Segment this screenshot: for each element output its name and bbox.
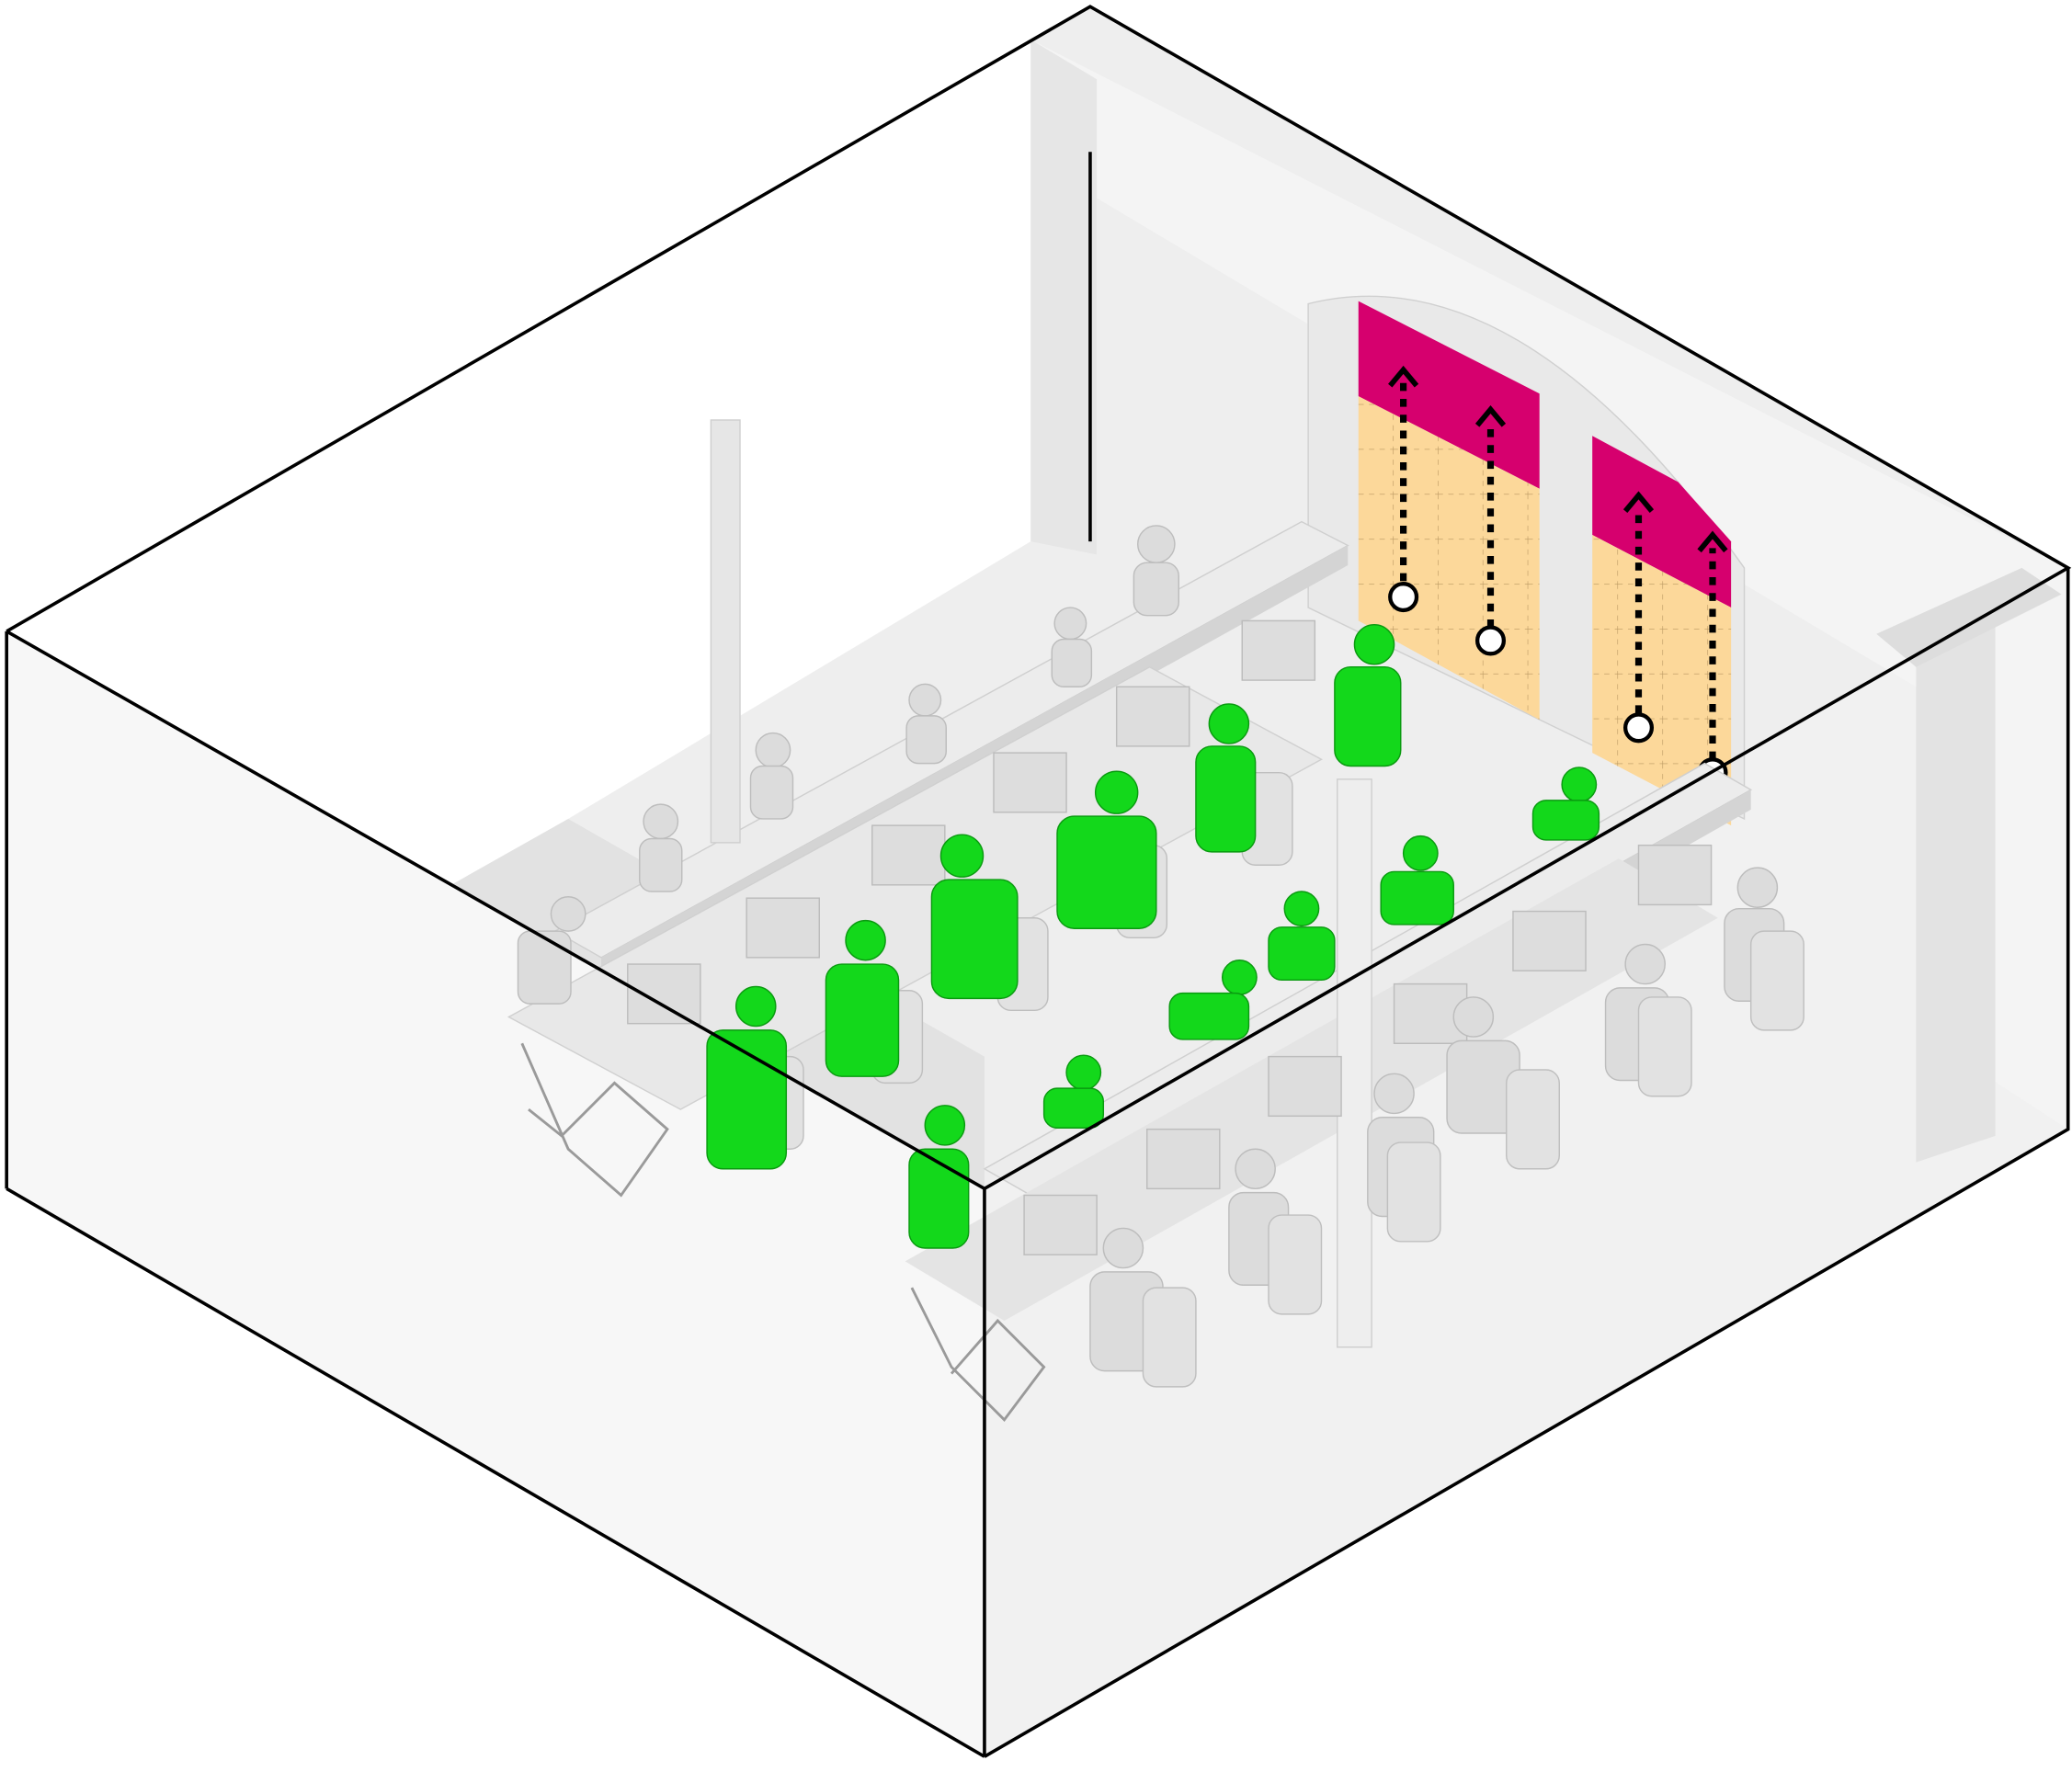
person-green	[908, 1105, 970, 1249]
monitor	[993, 752, 1067, 813]
chair	[1749, 930, 1804, 1031]
monitor	[1241, 619, 1316, 681]
person-green	[1531, 767, 1600, 841]
person-grey	[517, 896, 586, 1005]
box-bottom-left	[6, 1187, 985, 1758]
person-green	[1380, 835, 1454, 926]
chair	[1386, 1141, 1441, 1243]
wall-pilaster	[1030, 40, 1098, 555]
person-grey	[1133, 525, 1179, 617]
monitor	[627, 963, 701, 1025]
arrow-2-head	[1474, 404, 1507, 427]
person-green	[825, 919, 900, 1077]
person-grey	[905, 683, 947, 765]
monitor	[1115, 686, 1190, 747]
monitor	[1023, 1194, 1098, 1255]
window-2-top-band	[1592, 436, 1732, 608]
person-green	[1195, 703, 1257, 853]
marker-1	[1388, 582, 1419, 613]
wall-column	[1916, 620, 1996, 1163]
arrow-4-head	[1697, 530, 1728, 553]
chair	[1506, 1069, 1560, 1170]
back-wall	[1030, 40, 2068, 1130]
window-panel-2	[1592, 436, 1732, 826]
monitor	[1512, 910, 1587, 971]
person-green	[1168, 960, 1258, 1040]
wall-column-cap	[1876, 567, 2062, 667]
highlighted-people	[706, 624, 1600, 1249]
box-bottom-right	[984, 567, 2070, 1758]
window-1-top-band	[1358, 301, 1540, 489]
box-top-edge	[6, 5, 2072, 1191]
marker-3	[1622, 712, 1655, 744]
truss-left	[520, 1042, 669, 1198]
chair	[1268, 1214, 1323, 1315]
chair	[1142, 1287, 1197, 1388]
desk-trusses	[520, 1042, 1046, 1423]
monitor	[1268, 1055, 1342, 1118]
upward-arrows	[1400, 382, 1716, 760]
arrow-1-head	[1388, 365, 1419, 388]
person-grey	[749, 732, 794, 820]
arrow-3-head	[1622, 491, 1655, 513]
person-green	[930, 834, 1019, 1000]
chair	[1637, 996, 1692, 1097]
arrow-heads	[1388, 365, 1728, 553]
vertical-post-2	[1337, 778, 1372, 1348]
vertical-post-1	[710, 419, 741, 844]
person-grey	[1446, 996, 1520, 1134]
floor-slab-left	[6, 630, 985, 1757]
monitor	[1637, 844, 1713, 906]
person-green	[1268, 891, 1336, 981]
person-green	[1056, 770, 1157, 929]
monitor	[1146, 1128, 1221, 1190]
section-box-outline	[5, 5, 2072, 1758]
monitor	[746, 897, 820, 959]
marker-2	[1474, 625, 1507, 656]
person-grey	[639, 803, 683, 892]
truss-front	[910, 1287, 1046, 1423]
window-2-grid	[1592, 535, 1732, 826]
person-green	[1042, 1054, 1105, 1129]
monitor	[871, 824, 946, 886]
person-green	[1334, 624, 1402, 767]
person-grey	[1051, 607, 1093, 687]
monitors	[627, 619, 1713, 1255]
